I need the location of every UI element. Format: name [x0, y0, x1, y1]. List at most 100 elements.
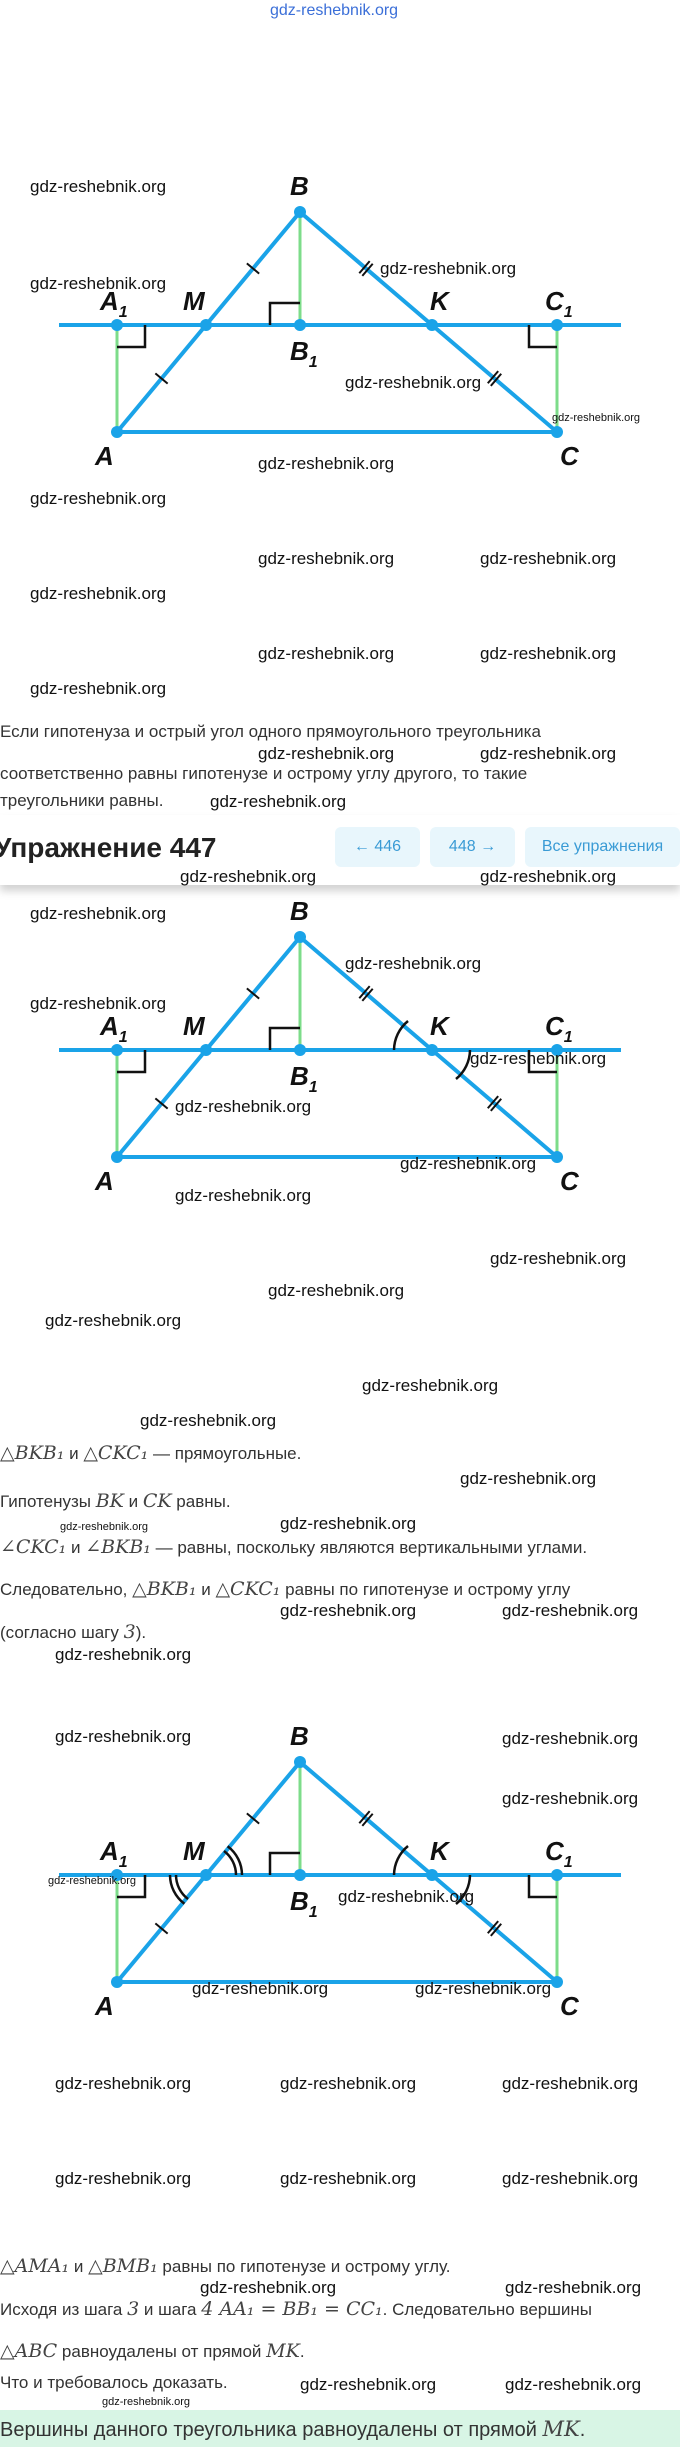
tick-KC	[487, 1095, 499, 1109]
point-K	[426, 1869, 439, 1881]
tick-BM	[246, 1812, 260, 1825]
point-C	[551, 1976, 563, 1988]
next-exercise-button[interactable]: 448 →	[430, 827, 515, 867]
label-B: B	[290, 1721, 309, 1751]
step2-line-4: Следовательно, △BKB₁ и △CKC₁ равны по ги…	[0, 1578, 570, 1601]
tick-KC	[487, 370, 499, 384]
watermark: gdz-reshebnik.org	[45, 1311, 182, 1330]
point-C	[551, 426, 563, 438]
label-C1: C1	[545, 1836, 573, 1871]
watermark: gdz-reshebnik.org	[258, 644, 395, 663]
text: ).	[135, 1623, 147, 1642]
right-angle-A1	[117, 1875, 147, 1899]
point-A	[111, 1976, 123, 1988]
tick-BM	[246, 987, 260, 1000]
watermark: gdz-reshebnik.org	[30, 994, 167, 1013]
watermark: gdz-reshebnik.org	[30, 679, 167, 698]
label-C: C	[560, 1166, 580, 1196]
tick-BK	[361, 1813, 374, 1827]
right-angle-B1	[268, 301, 300, 325]
watermark: gdz-reshebnik.org	[502, 1601, 639, 1620]
watermark: gdz-reshebnik.org	[415, 1979, 552, 1998]
label-M: M	[183, 286, 206, 316]
point-A	[111, 426, 123, 438]
text: .	[299, 2342, 305, 2361]
angle-arc-BKB1	[392, 1845, 409, 1876]
math: ∠CKC₁	[0, 1536, 67, 1558]
watermark: gdz-reshebnik.org	[55, 1645, 192, 1664]
watermark: gdz-reshebnik.org	[55, 2169, 192, 2188]
math: △BKB₁	[0, 1442, 65, 1464]
angle-arc-CKC1	[455, 1874, 472, 1905]
intro-line-1: Если гипотенуза и острый угол одного пря…	[0, 722, 541, 741]
label-B1: B1	[290, 336, 318, 371]
text: Следовательно,	[0, 1580, 133, 1599]
watermark: gdz-reshebnik.org	[490, 1249, 627, 1268]
right-angle-C1	[527, 1875, 557, 1899]
angle-arc-BMB1	[226, 1845, 244, 1876]
point-K	[426, 1044, 439, 1056]
watermark: gdz-reshebnik.org	[505, 2375, 642, 2394]
watermark: gdz-reshebnik.org	[258, 744, 395, 763]
math: △AMA₁	[0, 2255, 70, 2277]
text: и	[69, 2257, 89, 2276]
right-angle-A1	[117, 325, 147, 349]
point-B	[294, 206, 306, 218]
math: MK	[542, 2417, 580, 2441]
watermark: gdz-reshebnik.org	[502, 1789, 639, 1808]
text: — равны, поскольку являются вертикальным…	[150, 1538, 588, 1557]
step3-line-3: △ABC равноудалены от прямой MK.	[0, 2340, 305, 2363]
watermark: gdz-reshebnik.org	[175, 1097, 312, 1116]
watermark: gdz-reshebnik.org	[30, 584, 167, 603]
point-A1	[111, 319, 123, 331]
point-M	[200, 319, 213, 331]
point-K	[426, 319, 439, 331]
watermark: gdz-reshebnik.org	[55, 1727, 192, 1746]
watermark: gdz-reshebnik.org	[502, 2074, 639, 2093]
math: MK	[266, 2340, 300, 2362]
watermark: gdz-reshebnik.org	[345, 373, 482, 392]
step3-line-2: Исходя из шага 3 и шага 4 AA₁ = BB₁ = CC…	[0, 2298, 592, 2321]
point-A	[111, 1151, 123, 1163]
all-exercises-button[interactable]: Все упражнения	[525, 827, 680, 867]
label-K: K	[430, 286, 451, 316]
prev-exercise-button[interactable]: ← 446	[335, 827, 420, 867]
text: и	[64, 1444, 84, 1463]
watermark: gdz-reshebnik.org	[55, 2074, 192, 2093]
step3-line-1: △AMA₁ и △BMB₁ равны по гипотенузе и остр…	[0, 2255, 451, 2278]
math: BK	[95, 1490, 124, 1512]
label-M: M	[183, 1011, 206, 1041]
watermark: gdz-reshebnik.org	[338, 1887, 475, 1906]
point-B1	[294, 319, 306, 331]
step2-line-5: (согласно шагу 3).	[0, 1621, 146, 1644]
watermark: gdz-reshebnik.org	[258, 454, 395, 473]
watermark: gdz-reshebnik.org	[30, 274, 167, 293]
angle-arc-BMB1	[223, 1850, 238, 1876]
math: △CKC₁	[215, 1578, 281, 1600]
tick-KC	[487, 1920, 499, 1934]
text: равны по гипотенузе и острому углу	[280, 1580, 571, 1599]
text: равны по гипотенузе и острому углу.	[157, 2257, 451, 2276]
step3-line-4: Что и требовалось доказать.	[0, 2373, 228, 2392]
text: и	[66, 1538, 86, 1557]
math: △CKC₁	[83, 1442, 149, 1464]
watermark: gdz-reshebnik.org	[400, 1154, 537, 1173]
label-B: B	[290, 171, 309, 201]
math: △BMB₁	[88, 2255, 158, 2277]
tick-BK	[361, 988, 374, 1002]
watermark: gdz-reshebnik.org	[380, 259, 517, 278]
watermark: gdz-reshebnik.org	[200, 2278, 337, 2297]
tick-BK	[358, 260, 371, 274]
label-B1: B1	[290, 1061, 318, 1096]
watermark: gdz-reshebnik.org	[505, 2278, 642, 2297]
text: . Следовательно вершины	[382, 2300, 592, 2319]
watermark: gdz-reshebnik.org	[345, 954, 482, 973]
watermark: gdz-reshebnik.org	[102, 2396, 191, 2408]
watermark: gdz-reshebnik.org	[280, 2169, 417, 2188]
text: и	[196, 1580, 216, 1599]
answer-text: Вершины данного треугольника равноудален…	[0, 2419, 543, 2441]
intro-line-3: треугольники равны.	[0, 791, 164, 810]
label-C1: C1	[545, 1011, 573, 1046]
